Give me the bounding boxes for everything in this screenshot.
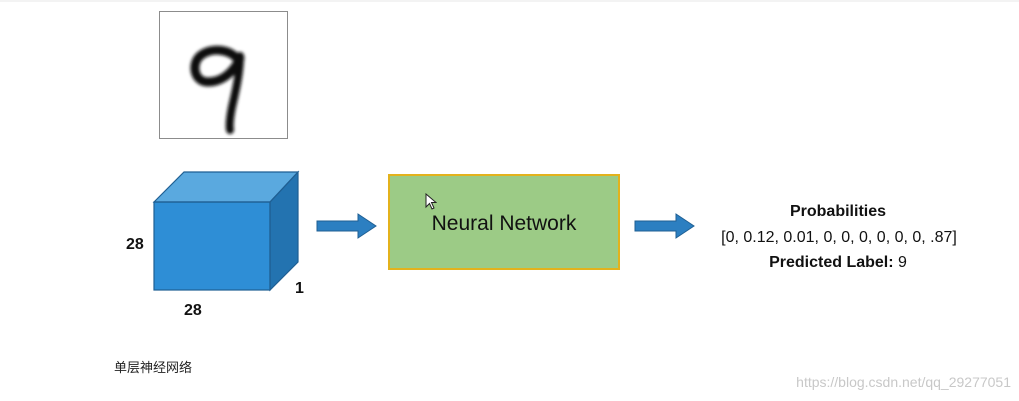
top-divider xyxy=(0,0,1019,2)
cube-width-label: 28 xyxy=(184,302,202,319)
cube-side-face xyxy=(270,172,298,290)
predicted-label-value: 9 xyxy=(898,254,907,271)
digit-9-drawing xyxy=(190,45,245,134)
source-watermark: https://blog.csdn.net/qq_29277051 xyxy=(796,374,1011,390)
predicted-label: Predicted Label: 9 xyxy=(700,254,976,272)
cube-front-face xyxy=(154,202,270,290)
neural-network-label: Neural Network xyxy=(431,212,577,235)
probabilities-title: Probabilities xyxy=(789,203,887,220)
input-digit-image xyxy=(159,11,288,139)
arrow-network-to-output xyxy=(634,213,695,239)
cube-depth-label: 1 xyxy=(295,280,304,297)
cube-top-face xyxy=(154,172,298,202)
probabilities-vector: [0, 0.12, 0.01, 0, 0, 0, 0, 0, 0, .87] xyxy=(721,229,957,246)
figure-caption: 单层神经网络 xyxy=(114,361,193,376)
predicted-label-prefix: Predicted Label: xyxy=(769,254,894,271)
neural-network-box: Neural Network xyxy=(388,174,620,270)
input-tensor-cube xyxy=(152,170,300,292)
arrow-input-to-network xyxy=(316,213,377,239)
cube-height-label: 28 xyxy=(126,236,144,253)
mouse-cursor-icon xyxy=(425,193,437,210)
